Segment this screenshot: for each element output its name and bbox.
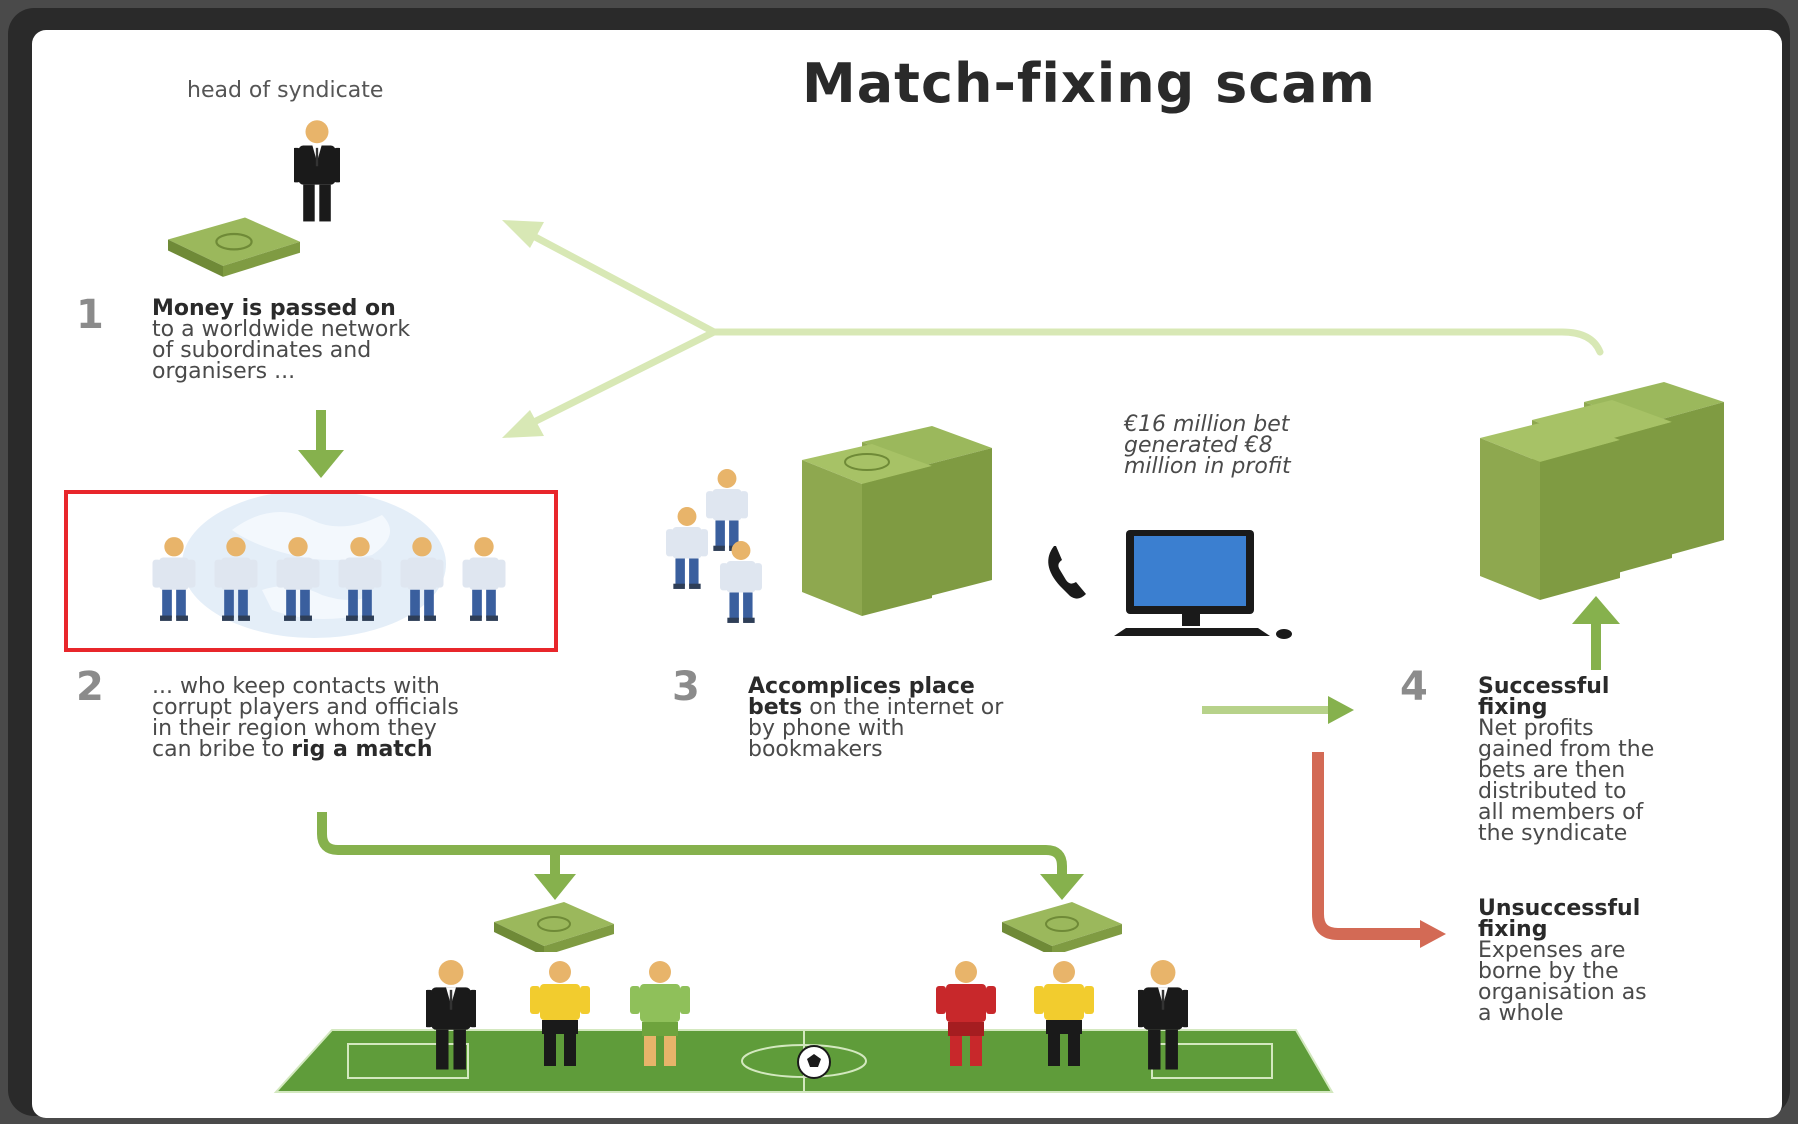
step-2-bold: rig a match — [291, 737, 433, 762]
step-3-bold: Accomplices place bets — [748, 674, 975, 720]
step-1-number: 1 — [76, 292, 104, 338]
step-1-body: to a worldwide network of subordinates a… — [152, 317, 411, 384]
highlight-box — [64, 490, 558, 652]
unsuccessful-body: Expenses are borne by the organisation a… — [1478, 938, 1647, 1026]
step-2-body: ... who keep contacts with corrupt playe… — [152, 674, 459, 762]
page-title: Match-fixing scam — [802, 52, 1376, 115]
football-icon — [797, 1045, 831, 1079]
diagram-graphics — [152, 120, 1724, 1093]
player-green — [630, 961, 690, 1066]
step-3-text: Accomplices place bets on the internet o… — [748, 674, 1168, 762]
step-1-bold: Money is passed on — [152, 296, 396, 321]
player-red — [936, 961, 996, 1066]
step-3-body: on the internet or by phone with bookmak… — [748, 695, 1004, 762]
step-4-text: Successful fixing Net profits gained fro… — [1478, 674, 1768, 846]
window-frame: Match-fixing scam head of syndicate 1 Mo… — [8, 8, 1790, 1118]
phone-icon — [1048, 546, 1086, 599]
money-stack-icon — [1480, 382, 1724, 600]
step-3-number: 3 — [672, 664, 700, 710]
step-4-body: Net profits gained from the bets are the… — [1478, 716, 1655, 846]
step-4-bold: Successful fixing — [1478, 674, 1610, 720]
step-2-number: 2 — [76, 664, 104, 710]
referee-figure-left — [530, 961, 590, 1066]
profit-note: €16 million bet generated €8 million in … — [1124, 412, 1291, 479]
unsuccessful-bold: Unsuccessful fixing — [1478, 896, 1641, 942]
head-of-syndicate-label: head of syndicate — [187, 78, 384, 103]
return-arrows — [518, 226, 1604, 432]
money-stack-icon — [802, 426, 992, 616]
step-4-number: 4 — [1400, 664, 1428, 710]
infographic-canvas: Match-fixing scam head of syndicate 1 Mo… — [32, 30, 1782, 1118]
unsuccessful-text: Unsuccessful fixing Expenses are borne b… — [1478, 896, 1768, 1026]
step-2-text: ... who keep contacts with corrupt playe… — [152, 674, 672, 762]
computer-icon — [1114, 530, 1292, 639]
referee-figure-right — [1034, 961, 1094, 1066]
